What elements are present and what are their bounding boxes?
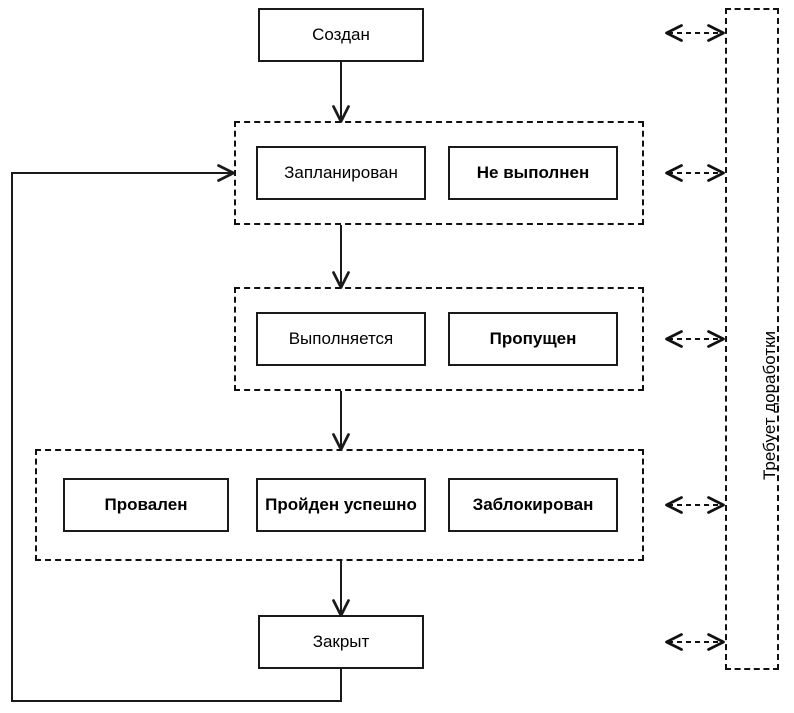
state-closed[interactable]: Закрыт (258, 615, 424, 669)
state-in-progress[interactable]: Выполняется (256, 312, 426, 366)
state-created[interactable]: Создан (258, 8, 424, 62)
state-failed[interactable]: Провален (63, 478, 229, 532)
rework-lane-label: Требует доработки (760, 330, 779, 480)
state-planned[interactable]: Запланирован (256, 146, 426, 200)
rework-lane (725, 8, 779, 670)
state-blocked[interactable]: Заблокирован (448, 478, 618, 532)
state-passed[interactable]: Пройден успешно (256, 478, 426, 532)
state-skipped[interactable]: Пропущен (448, 312, 618, 366)
state-not-done[interactable]: Не выполнен (448, 146, 618, 200)
